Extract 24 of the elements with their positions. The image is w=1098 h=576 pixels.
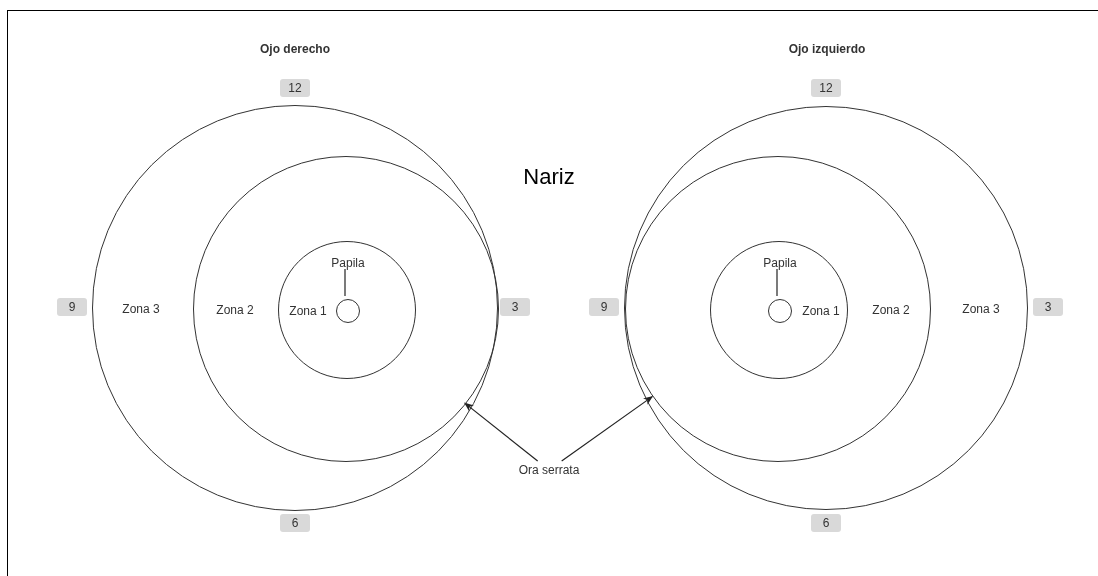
zone-label: Zona 3 [962, 301, 1000, 318]
callout-label: Ora serrata [515, 461, 583, 479]
zone-label: Zona 3 [122, 301, 160, 318]
eye-title: Ojo izquierdo [788, 41, 866, 58]
clock-position-label: 9 [589, 298, 619, 316]
zone-label: Zona 2 [872, 302, 910, 319]
clock-position-label: 9 [57, 298, 87, 316]
callout-label: Papila [323, 254, 373, 272]
zone-label: Zona 1 [802, 303, 840, 320]
leader-line [464, 402, 539, 462]
clock-position-label: 6 [280, 514, 310, 532]
clock-position-label: 6 [811, 514, 841, 532]
leader-line [561, 396, 654, 462]
clock-position-label: 12 [280, 79, 310, 97]
clock-position-label: 3 [500, 298, 530, 316]
clock-position-label: 12 [811, 79, 841, 97]
zone-label: Zona 1 [289, 303, 327, 320]
side-label: Nariz [523, 162, 575, 191]
clock-position-label: 3 [1033, 298, 1063, 316]
leader-line [344, 268, 346, 297]
eye-title: Ojo derecho [260, 41, 330, 58]
leader-line [776, 268, 778, 297]
zone-label: Zona 2 [216, 302, 254, 319]
callout-label: Papila [755, 254, 805, 272]
